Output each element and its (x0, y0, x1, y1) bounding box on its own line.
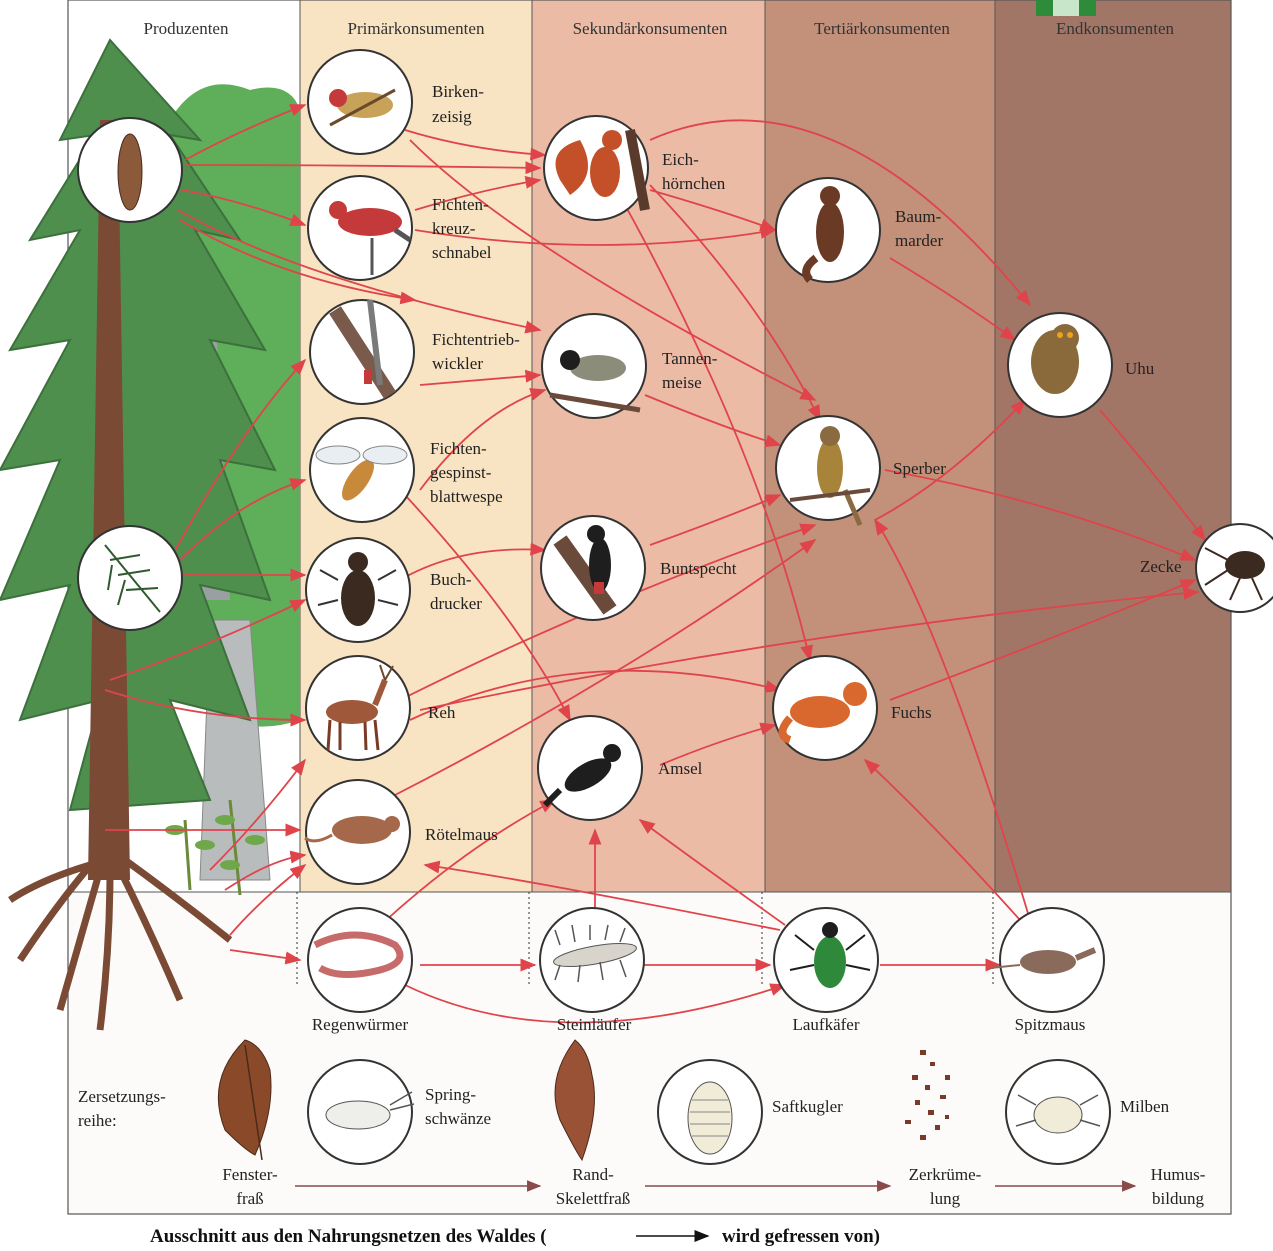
label-saftkugler: Saftkugler (772, 1097, 843, 1116)
label-steinlaeufer: Steinläufer (557, 1015, 632, 1034)
label-roetelmaus: Rötelmaus (425, 825, 498, 844)
label-uhu: Uhu (1125, 359, 1155, 378)
label-spitzmaus: Spitzmaus (1015, 1015, 1086, 1034)
label-zecke: Zecke (1140, 557, 1182, 576)
label-amsel: Amsel (658, 759, 703, 778)
header-produzenten: Produzenten (144, 19, 229, 38)
label-laufkaefer: Laufkäfer (792, 1015, 859, 1034)
label-regenwuermer: Regenwürmer (312, 1015, 409, 1034)
label-reh: Reh (428, 703, 456, 722)
caption-before: Ausschnitt aus den Nahrungsnetzen des Wa… (150, 1226, 547, 1247)
spruce-cone-icon (118, 134, 142, 210)
label-milben: Milben (1120, 1097, 1170, 1116)
spruce-needles-circle (78, 526, 182, 630)
label-fuchs: Fuchs (891, 703, 932, 722)
column-end (995, 0, 1231, 892)
corner-logo-icon (1036, 0, 1096, 16)
saftkugler-icon (688, 1082, 732, 1154)
figure-caption: Ausschnitt aus den Nahrungsnetzen des Wa… (150, 1226, 880, 1247)
header-end: Endkonsumenten (1056, 19, 1175, 38)
header-primaer: Primärkonsumenten (348, 19, 485, 38)
label-sperber: Sperber (893, 459, 946, 478)
header-sekundaer: Sekundärkonsumenten (573, 19, 728, 38)
label-buntspecht: Buntspecht (660, 559, 737, 578)
caption-after: wird gefressen von) (722, 1226, 880, 1247)
header-tertiaer: Tertiärkonsumenten (814, 19, 950, 38)
